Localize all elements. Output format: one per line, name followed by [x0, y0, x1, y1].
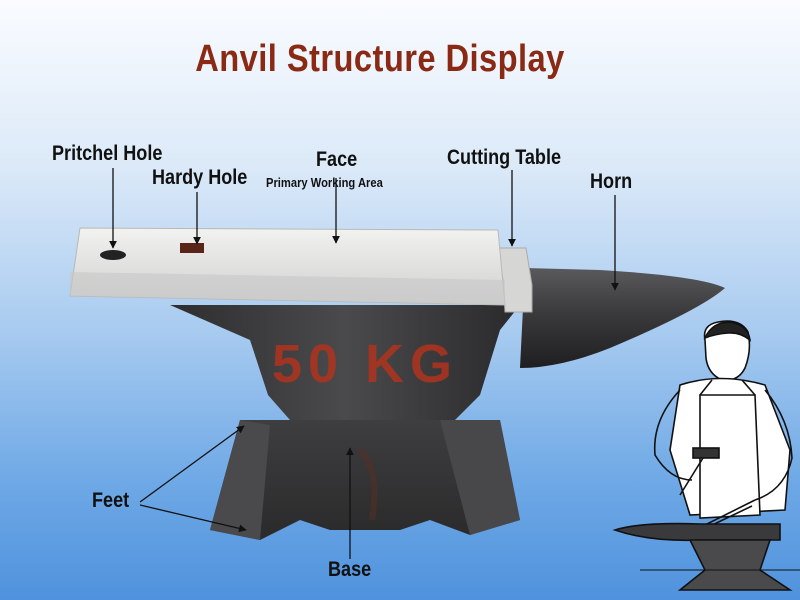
anvil-weight-marking: 50 KG	[272, 334, 458, 394]
leader-lines	[109, 168, 619, 559]
pritchel-hole	[100, 250, 126, 260]
label-hardy-hole: Hardy Hole	[152, 166, 248, 189]
blacksmith-illustration	[612, 320, 800, 591]
anvil-waist	[170, 305, 520, 420]
label-cutting-table: Cutting Table	[447, 146, 562, 169]
hardy-hole	[180, 243, 204, 253]
label-face-subtitle: Primary Working Area	[266, 175, 383, 190]
anvil-base	[210, 420, 520, 540]
label-base: Base	[328, 558, 372, 581]
anvil-horn	[520, 268, 725, 368]
label-face: Face	[316, 148, 358, 171]
diagram-title: Anvil Structure Display	[195, 38, 565, 80]
label-feet: Feet	[92, 489, 130, 512]
label-pritchel-hole: Pritchel Hole	[52, 142, 163, 165]
label-horn: Horn	[590, 170, 633, 193]
